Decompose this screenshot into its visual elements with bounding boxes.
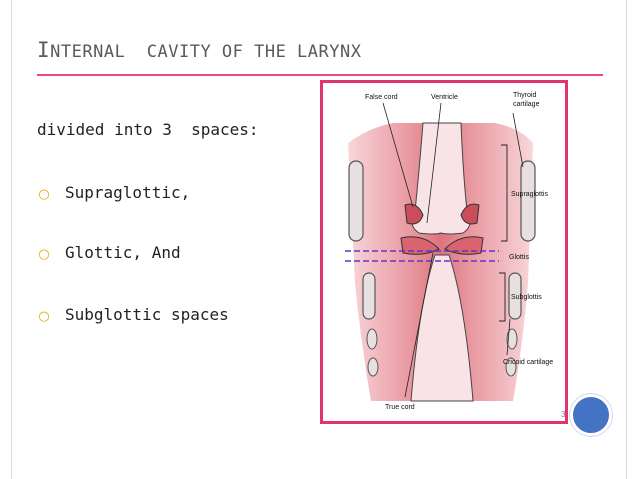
label-cartilage: cartilage	[513, 101, 540, 108]
thyroid-cartilage-right	[521, 161, 535, 241]
label-supraglottis: Supraglottis	[511, 191, 548, 198]
bullet-circle-icon: ○	[37, 187, 51, 202]
bullet-text: Supraglottic,	[65, 183, 190, 202]
left-margin-line	[11, 0, 12, 479]
bullet-circle-icon: ○	[37, 247, 51, 262]
label-glottis: Glottis	[509, 254, 529, 261]
bullet-text: Subglottic spaces	[65, 305, 229, 324]
right-margin-line	[626, 0, 627, 479]
title-underline	[37, 74, 603, 76]
tracheal-ring	[367, 329, 377, 349]
title-text: NTERNAL CAVITY OF THE LARYNX	[50, 42, 361, 62]
label-thyroid: Thyroid	[513, 92, 536, 99]
title-initial: I	[37, 38, 50, 62]
bullet-text: Glottic, And	[65, 243, 181, 262]
intro-text: divided into 3 spaces:	[37, 120, 259, 139]
tracheal-ring	[368, 358, 378, 376]
figure-number: 3	[561, 410, 565, 419]
label-subglottis: Subglottis	[511, 294, 542, 301]
cricoid-cartilage-left	[363, 273, 375, 319]
label-false-cord: False cord	[365, 94, 398, 101]
slide-number-circle	[570, 394, 612, 436]
label-cricoid-cartilage: Cricoid cartilage	[503, 359, 553, 366]
label-true-cord: True cord	[385, 404, 415, 411]
larynx-diagram: False cord Ventricle Thyroid cartilage S…	[320, 80, 568, 424]
larynx-illustration: False cord Ventricle Thyroid cartilage S…	[323, 83, 565, 421]
label-ventricle: Ventricle	[431, 94, 458, 101]
bullet-item: ○ Glottic, And	[37, 243, 181, 262]
bullet-item: ○ Supraglottic,	[37, 183, 190, 202]
bullet-item: ○ Subglottic spaces	[37, 305, 229, 324]
slide-title: INTERNAL CAVITY OF THE LARYNX	[37, 38, 361, 62]
bullet-circle-icon: ○	[37, 309, 51, 324]
thyroid-cartilage-left	[349, 161, 363, 241]
